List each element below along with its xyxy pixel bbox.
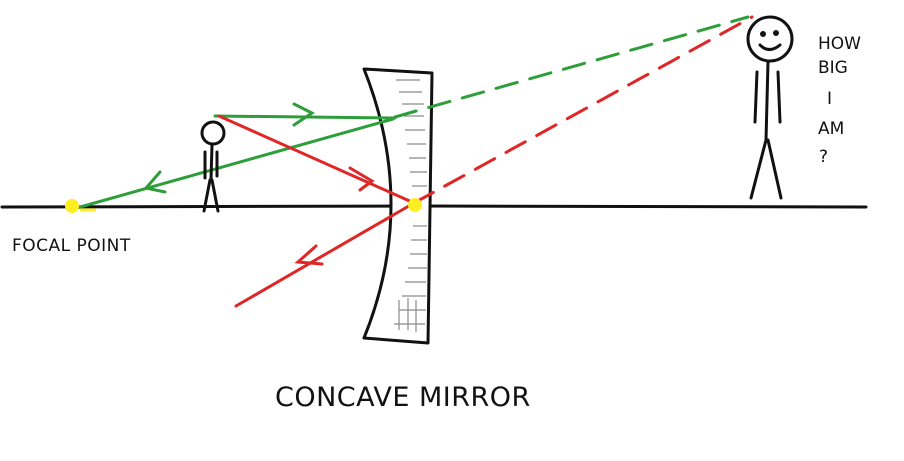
red-arrow-head-2 (294, 244, 324, 266)
question-text: HOW BIG I AM ? (818, 34, 861, 167)
image-smile (758, 43, 782, 51)
object-head (200, 120, 226, 146)
red-incident-ray (217, 114, 416, 205)
green-reflected-ray (71, 117, 395, 211)
red-reflected-ray (234, 201, 416, 308)
optical-axis (0, 204, 868, 209)
mirror-vertex-marker (408, 198, 422, 212)
object-stick-figure (200, 120, 226, 213)
red-virtual-extension (412, 15, 754, 205)
question-line-1: HOW (818, 34, 861, 54)
green-ray-group (71, 15, 750, 211)
red-arrow-head-1 (348, 166, 375, 192)
question-line-2: BIG (818, 58, 848, 78)
question-line-3: I (827, 89, 832, 109)
mirror-hatching (394, 79, 427, 332)
focal-point-label: FOCAL POINT (12, 236, 131, 256)
image-head (746, 15, 794, 63)
image-eye-right (773, 30, 779, 36)
concave-mirror (362, 67, 434, 345)
red-ray-group (217, 15, 754, 308)
diagram-title: CONCAVE MIRROR (275, 382, 531, 413)
image-eye-left (760, 31, 766, 37)
green-virtual-extension (393, 15, 750, 119)
green-arrow-head-1 (292, 102, 315, 127)
question-line-5: ? (819, 147, 828, 167)
green-arrow-head-2 (143, 170, 167, 194)
image-stick-figure (746, 15, 794, 200)
question-line-4: AM (818, 119, 844, 139)
focal-point-marker (65, 199, 79, 213)
